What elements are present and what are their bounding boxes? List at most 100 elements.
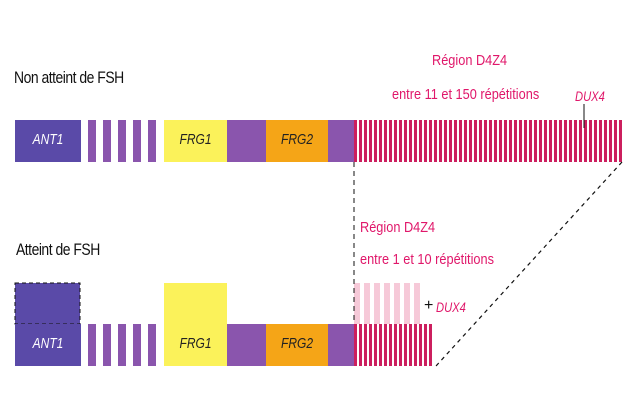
bottom-d4z4-repeat <box>369 324 372 366</box>
bottom-dux4-label: DUX4 <box>436 299 466 315</box>
top-purple-segment <box>328 120 354 162</box>
top-d4z4-repeat <box>424 120 427 162</box>
top-d4z4-repeat <box>554 120 557 162</box>
top-ant1-block <box>15 120 81 162</box>
top-d4z4-repeat <box>429 120 432 162</box>
bottom-region-subtitle: entre 1 et 10 répétitions <box>360 251 494 268</box>
bottom-stripe <box>103 324 111 366</box>
top-d4z4-repeat <box>439 120 442 162</box>
top-region-subtitle: entre 11 et 150 répétitions <box>392 86 540 103</box>
top-d4z4-repeat <box>409 120 412 162</box>
top-row-label: Non atteint de FSH <box>14 68 124 87</box>
bottom-d4z4-repeat <box>399 324 402 366</box>
bottom-frg1-block <box>164 324 227 366</box>
top-d4z4-repeat <box>549 120 552 162</box>
bottom-d4z4-light-repeat <box>364 283 370 324</box>
bottom-stripe <box>133 324 141 366</box>
top-d4z4-repeat <box>379 120 382 162</box>
top-d4z4-repeat <box>589 120 592 162</box>
bottom-d4z4-light-repeat <box>354 283 360 324</box>
top-d4z4-repeat <box>459 120 462 162</box>
top-d4z4-repeat <box>404 120 407 162</box>
top-d4z4-repeat <box>529 120 532 162</box>
top-stripe <box>103 120 111 162</box>
top-d4z4-repeat <box>509 120 512 162</box>
top-d4z4-repeat <box>584 120 587 162</box>
top-d4z4-repeat <box>534 120 537 162</box>
top-d4z4-repeat <box>359 120 362 162</box>
bottom-stripe <box>148 324 156 366</box>
top-stripe <box>118 120 126 162</box>
bottom-frg2-block <box>266 324 328 366</box>
top-d4z4-repeat <box>464 120 467 162</box>
bottom-deleted-box <box>14 282 81 325</box>
top-d4z4-repeat <box>484 120 487 162</box>
top-d4z4-repeat <box>384 120 387 162</box>
top-d4z4-repeat <box>609 120 612 162</box>
bottom-row-label: Atteint de FSH <box>16 240 100 259</box>
bottom-ant1-block <box>15 324 81 366</box>
top-d4z4-repeat <box>414 120 417 162</box>
top-d4z4-repeat <box>474 120 477 162</box>
top-d4z4-stripes <box>354 120 622 162</box>
bottom-d4z4-repeat <box>409 324 412 366</box>
bottom-d4z4-repeat <box>389 324 392 366</box>
bottom-d4z4-repeat <box>374 324 377 366</box>
top-d4z4-repeat <box>499 120 502 162</box>
bottom-d4z4-light-repeat <box>414 283 420 324</box>
top-d4z4-repeat <box>454 120 457 162</box>
top-d4z4-repeat <box>394 120 397 162</box>
top-d4z4-repeat <box>399 120 402 162</box>
top-d4z4-repeat <box>544 120 547 162</box>
bottom-stripe <box>88 324 96 366</box>
top-stripe <box>148 120 156 162</box>
top-d4z4-repeat <box>369 120 372 162</box>
bottom-stripe <box>118 324 126 366</box>
bottom-d4z4-repeat <box>424 324 427 366</box>
bottom-d4z4-stripes <box>354 324 432 366</box>
bottom-frg1-label: FRG1 <box>179 335 212 352</box>
bottom-frg1-overexpressed <box>164 283 227 324</box>
top-dux4-label: DUX4 <box>575 88 605 104</box>
top-d4z4-repeat <box>364 120 367 162</box>
bottom-d4z4-light-repeat <box>404 283 410 324</box>
top-frg1-block <box>164 120 227 162</box>
top-d4z4-repeat <box>519 120 522 162</box>
top-frg2-label: FRG2 <box>280 131 313 148</box>
top-d4z4-repeat <box>374 120 377 162</box>
top-d4z4-repeat <box>524 120 527 162</box>
bottom-chromosome <box>14 282 436 366</box>
top-d4z4-repeat <box>434 120 437 162</box>
top-d4z4-repeat <box>579 120 582 162</box>
top-d4z4-repeat <box>479 120 482 162</box>
bottom-d4z4-light-repeat <box>384 283 390 324</box>
top-d4z4-repeat <box>444 120 447 162</box>
bottom-d4z4-repeat <box>414 324 417 366</box>
top-chromosome <box>15 104 622 162</box>
top-d4z4-region <box>354 120 622 162</box>
top-d4z4-repeat <box>574 120 577 162</box>
top-d4z4-repeat <box>604 120 607 162</box>
bottom-frg2-label: FRG2 <box>280 335 313 352</box>
top-d4z4-repeat <box>594 120 597 162</box>
top-ant1-label: ANT1 <box>32 131 64 148</box>
bottom-d4z4-repeat <box>359 324 362 366</box>
top-d4z4-repeat <box>449 120 452 162</box>
projection-line-diagonal <box>435 161 623 367</box>
top-d4z4-repeat <box>494 120 497 162</box>
top-frg2-block <box>266 120 328 162</box>
top-d4z4-repeat <box>619 120 622 162</box>
bottom-d4z4-repeat <box>404 324 407 366</box>
bottom-d4z4-repeat <box>379 324 382 366</box>
bottom-d4z4-light-repeat <box>394 283 400 324</box>
top-d4z4-repeat <box>489 120 492 162</box>
top-stripe <box>133 120 141 162</box>
bottom-d4z4-repeat <box>419 324 422 366</box>
top-d4z4-repeat <box>419 120 422 162</box>
top-d4z4-repeat <box>599 120 602 162</box>
plus-sign: + <box>424 297 434 314</box>
bottom-region-title: Région D4Z4 <box>360 219 436 236</box>
top-d4z4-repeat <box>569 120 572 162</box>
bottom-ant1-label: ANT1 <box>32 335 64 352</box>
